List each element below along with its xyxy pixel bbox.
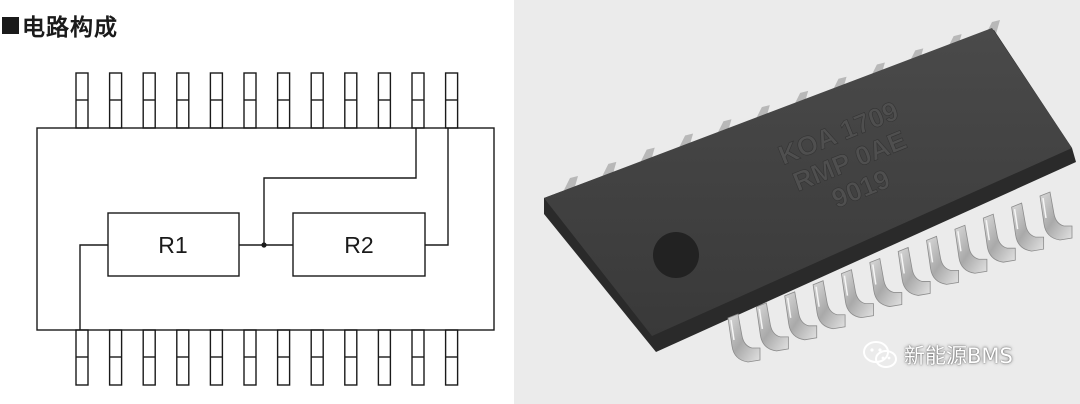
page-title: 电路构成	[2, 8, 118, 42]
wire-r1-left-to-bottom-pin	[79, 244, 108, 330]
wechat-icon	[863, 341, 897, 368]
chip-front-pin	[869, 257, 903, 307]
chip-front-pin	[1011, 202, 1045, 252]
chip-front-pin	[841, 269, 874, 319]
chip-front-pin	[926, 235, 959, 285]
bottom-pins	[75, 329, 459, 386]
top-pins	[75, 72, 459, 129]
watermark: 新能源BMS	[862, 340, 1013, 370]
chip-front-pin	[897, 246, 931, 296]
chip-front-pin	[1039, 191, 1073, 241]
resistor-r1-label: R1	[158, 232, 187, 258]
chip-front-pin	[727, 313, 761, 363]
junction-dot	[261, 242, 267, 248]
chip-photo: KOA 1709 RMP 0AE 9019	[514, 0, 1080, 404]
watermark-text: 新能源BMS	[904, 344, 1013, 368]
wire-r2-right-to-top-pin	[425, 128, 449, 246]
pin1-marker-dot	[653, 232, 699, 278]
chip-front-pin	[755, 302, 789, 352]
chip-front-pin	[784, 291, 818, 341]
wire-junction-to-top-pin	[263, 128, 417, 245]
resistor-r2-label: R2	[344, 232, 373, 258]
chip-front-pin	[954, 224, 988, 274]
square-bullet-icon	[2, 16, 19, 34]
ic-body-outline	[36, 127, 495, 331]
title-text: 电路构成	[22, 15, 118, 41]
circuit-diagram: R1 R2	[36, 72, 495, 386]
chip-front-pin	[982, 213, 1016, 263]
chip-front-pins	[727, 191, 1073, 363]
chip-front-pin	[812, 280, 846, 330]
